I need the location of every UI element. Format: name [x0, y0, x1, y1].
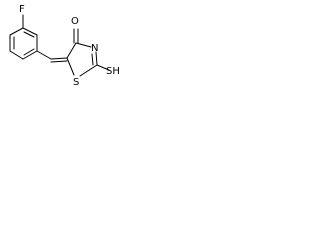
ring-double-bond-n-c2	[91, 53, 94, 66]
benzene-bond-4	[22, 50, 38, 60]
benzene-bond-3	[9, 50, 24, 60]
molecule-structure-diagram: F O N S SH	[0, 0, 125, 104]
ring-bond-n-c2	[95, 51, 98, 66]
oxygen-atom-label: O	[71, 16, 79, 27]
bond-c2-sh	[96, 64, 110, 71]
benzene-bond-6	[22, 27, 38, 36]
benzene-bond-1	[9, 27, 24, 36]
molecule-svg: F O N S SH	[9, 4, 120, 88]
ring-bond-s-c5	[66, 57, 75, 76]
benzene-inner-bond-3	[23, 31, 35, 38]
benzene-ring	[9, 14, 38, 60]
ring-bond-c4-n	[75, 42, 92, 48]
fluorine-atom-label: F	[19, 4, 25, 15]
benzene-inner-bond-2	[23, 48, 35, 56]
ring-bond-c2-s	[79, 64, 98, 77]
ring-sulfur-atom-label: S	[73, 77, 79, 88]
bond-benzene-vinyl	[36, 50, 52, 60]
methylidene-linker	[36, 50, 68, 63]
ring-bond-c5-c4	[66, 42, 77, 59]
nitrogen-atom-label: N	[91, 43, 98, 54]
thiazolidinone-ring	[66, 28, 110, 77]
thiol-group-label: SH	[106, 66, 120, 77]
vinyl-double-bond-2	[50, 60, 68, 63]
vinyl-double-bond-1	[50, 57, 68, 60]
